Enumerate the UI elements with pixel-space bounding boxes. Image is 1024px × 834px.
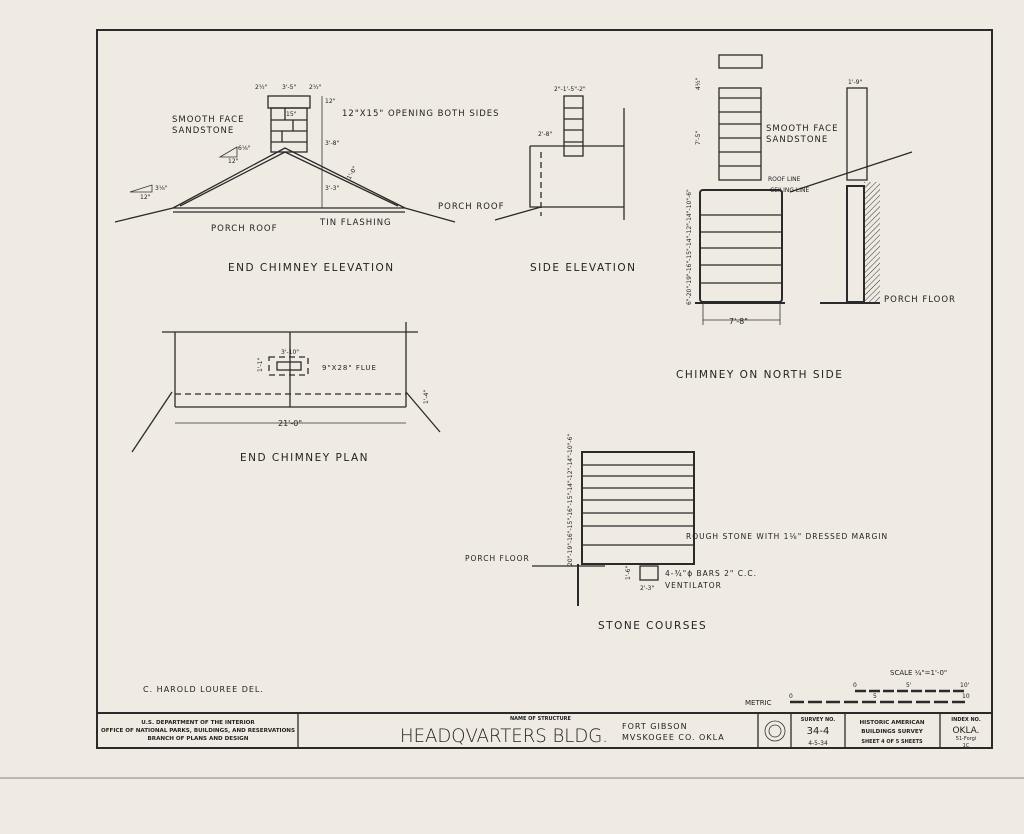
drawing-label: BUILDINGS SURVEY	[861, 729, 923, 735]
drawing-label: OKLA.	[952, 726, 979, 736]
drawing-label: METRIC	[745, 699, 772, 707]
drawing-label: 3'-5"	[282, 84, 296, 91]
view-title: END CHIMNEY ELEVATION	[228, 262, 395, 274]
drawing-label: 15"	[286, 111, 297, 118]
structure-name: HEADQVARTERS BLDG.	[400, 725, 608, 747]
view-title: STONE COURSES	[598, 620, 707, 632]
drawing-label: 4-5-34	[808, 740, 828, 747]
drawing-label: 12"	[140, 194, 151, 201]
drawing-label: 10	[962, 693, 970, 700]
drawing-label: 3⅛"	[155, 185, 168, 192]
gable-roof	[172, 147, 406, 209]
drawing-label: 1'-6"	[625, 566, 632, 580]
drawing-label: U.S. DEPARTMENT OF THE INTERIOR	[141, 720, 255, 726]
drawing-label: MVSKOGEE CO. OKLA	[622, 733, 725, 742]
drawing-label: 1'-0"	[346, 165, 359, 181]
drawing-label: 3'-10"	[281, 349, 299, 356]
drawing-label: 4½"	[695, 77, 702, 90]
drawing-label: 34-4	[807, 726, 830, 737]
drawing-label: 5'	[906, 682, 912, 689]
drawing-label: 6"-20"-19"-16"-15"-14"-12"-14"-10"-6"	[686, 189, 693, 305]
drawing-label: 51-Forgi	[956, 736, 976, 742]
drawing-label: SCALE ¼"=1'-0"	[890, 669, 947, 677]
drawing-label: 7'-5"	[695, 131, 702, 145]
drawing-label: 7'-8"	[729, 317, 748, 326]
drawing-label: 2½"	[255, 84, 268, 91]
end-chimney-elevation: 2½" 3'-5" 2½" 15" 12" 3'-8" 3'-3" 6⅛" 12…	[114, 84, 505, 274]
stone-courses: 20"-19"-16"-15"-16"-15"-14"-12"-14"-10"-…	[465, 434, 888, 632]
drawing-label: 9"X28" FLUE	[322, 364, 377, 372]
drawing-label: PORCH FLOOR	[884, 295, 956, 305]
drawing-label: FORT GIBSON	[622, 722, 688, 731]
drawing-label: HISTORIC AMERICAN	[859, 720, 924, 726]
drawing-label: VENTILATOR	[665, 581, 722, 590]
title-block: U.S. DEPARTMENT OF THE INTERIOR OFFICE O…	[97, 712, 992, 749]
slope-indicator-icon	[218, 146, 238, 158]
drawing-label: 0	[789, 693, 793, 700]
drawing-label: NAME OF STRUCTURE	[510, 716, 572, 722]
seal-icon	[764, 720, 786, 742]
view-title: SIDE ELEVATION	[530, 262, 636, 274]
drawing-label: 3'-3"	[325, 185, 339, 192]
drawing-label: 12"	[325, 98, 336, 105]
drawing-label: CEILING LINE	[770, 187, 810, 194]
drawing-label: OFFICE OF NATIONAL PARKS, BUILDINGS, AND…	[101, 728, 295, 734]
drawing-label: 1C	[963, 743, 970, 749]
drawing-label: 2"-1'-5"-2"	[554, 86, 586, 93]
drawing-label: 1'-4"	[423, 390, 430, 404]
drawing-label: 1'-1"	[257, 358, 264, 372]
delineator-credit: C. HAROLD LOUREE DEL.	[143, 685, 264, 694]
chimney-top-plan	[718, 54, 763, 69]
flue	[276, 361, 302, 371]
ventilator	[639, 565, 659, 581]
chimney-on-north-side: 7'-8" 7'-5" 4½" 1'-9" 6"-20"-19"-16"-15"…	[676, 54, 956, 381]
drawing-label: 12"	[228, 158, 239, 165]
drawing-label: 2'-8"	[538, 131, 552, 138]
drawing-label: PORCH ROOF	[211, 224, 278, 234]
view-title: CHIMNEY ON NORTH SIDE	[676, 369, 843, 381]
drawing-label: PORCH FLOOR	[465, 554, 530, 563]
sheet-border	[96, 29, 993, 749]
drawing-label: SHEET 4 OF 5 SHEETS	[861, 739, 923, 745]
drawing-label: 2'-3"	[640, 585, 654, 592]
graphic-scale: SCALE ¼"=1'-0" 0 5' 10' METRIC 0 5 10	[745, 669, 970, 707]
drawing-label: 2½"	[309, 84, 322, 91]
drawing-label: 1'-9"	[848, 79, 862, 86]
drawing-label: ROUGH STONE WITH 1⅛" DRESSED MARGIN	[686, 532, 888, 541]
drawing-label: SURVEY NO.	[801, 717, 835, 723]
chimney-outline	[268, 356, 309, 376]
drawing-label: 4-¾"ϕ BARS 2" C.C.	[665, 569, 757, 578]
drawing-label: INDEX NO.	[951, 717, 981, 723]
drawing-label: 20"-19"-16"-15"-16"-15"-14"-12"-14"-10"-…	[567, 434, 574, 566]
drawing-label: 3'-8"	[325, 140, 339, 147]
chimney-base-masonry	[699, 189, 783, 303]
end-chimney-plan: 3'-10" 1'-1" 21'-0" 1'-4" 9"X28" FLUE EN…	[131, 322, 441, 464]
slope-indicator-icon	[129, 184, 153, 193]
drawing-label: PORCH ROOF	[438, 202, 505, 212]
view-title: END CHIMNEY PLAN	[240, 452, 369, 464]
side-elevation: 2"-1'-5"-2" 2'-8" SIDE ELEVATION	[494, 86, 636, 274]
drawing-label: 5	[873, 693, 877, 700]
drawing-label: SMOOTH FACE	[766, 124, 838, 134]
drawing-label: SANDSTONE	[172, 126, 234, 136]
drawing-label: ROOF LINE	[768, 176, 801, 183]
wall-hatch	[864, 182, 880, 302]
drawing-label: SMOOTH FACE	[172, 115, 244, 125]
drawing-label: BRANCH OF PLANS AND DESIGN	[148, 736, 249, 742]
drawing-label: TIN FLASHING	[319, 218, 392, 228]
chimney-stack	[270, 107, 308, 153]
drawing-label: 12"X15" OPENING BOTH SIDES	[342, 109, 500, 119]
drawing-label: 0	[853, 682, 857, 689]
drawing-label: 6⅛"	[238, 145, 251, 152]
stone-course-masonry	[581, 451, 695, 565]
drawing-label: 21'-0"	[278, 419, 302, 428]
drawing-label: 10'	[960, 682, 970, 689]
drawing-label: SANDSTONE	[766, 135, 828, 145]
